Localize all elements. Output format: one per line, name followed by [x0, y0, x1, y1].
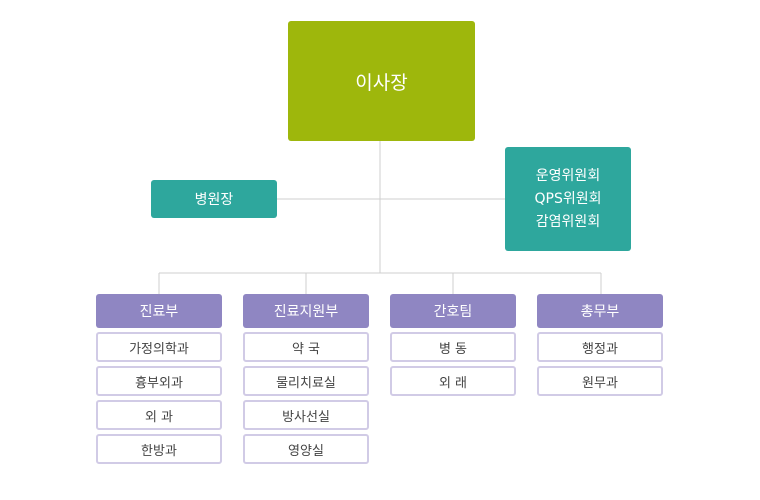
sub-unit: 약 국 [243, 332, 369, 362]
committee-label-infection: 감염위원회 [535, 213, 601, 230]
department-header: 간호팀 [390, 294, 516, 328]
department-nursing: 간호팀 병 동 외 래 [390, 294, 516, 396]
department-header: 진료지원부 [243, 294, 369, 328]
chairman-node: 이사장 [288, 21, 475, 141]
sub-unit: 외 과 [96, 400, 222, 430]
sub-unit: 가정의학과 [96, 332, 222, 362]
committee-label-qps: QPS위원회 [534, 190, 602, 207]
committee-label-operations: 운영위원회 [535, 167, 601, 184]
committees-node: 운영위원회 QPS위원회 감염위원회 [505, 147, 631, 251]
sub-unit: 방사선실 [243, 400, 369, 430]
department-header: 진료부 [96, 294, 222, 328]
sub-unit: 원무과 [537, 366, 663, 396]
chairman-label: 이사장 [355, 71, 408, 94]
department-medical: 진료부 가정의학과 흉부외과 외 과 한방과 [96, 294, 222, 464]
sub-unit: 한방과 [96, 434, 222, 464]
hospital-director-node: 병원장 [151, 180, 277, 218]
sub-unit: 흉부외과 [96, 366, 222, 396]
sub-unit: 물리치료실 [243, 366, 369, 396]
sub-unit: 외 래 [390, 366, 516, 396]
department-header: 총무부 [537, 294, 663, 328]
department-medical-support: 진료지원부 약 국 물리치료실 방사선실 영양실 [243, 294, 369, 464]
department-general-affairs: 총무부 행정과 원무과 [537, 294, 663, 396]
hospital-director-label: 병원장 [194, 192, 234, 208]
sub-unit: 병 동 [390, 332, 516, 362]
sub-unit: 행정과 [537, 332, 663, 362]
sub-unit: 영양실 [243, 434, 369, 464]
